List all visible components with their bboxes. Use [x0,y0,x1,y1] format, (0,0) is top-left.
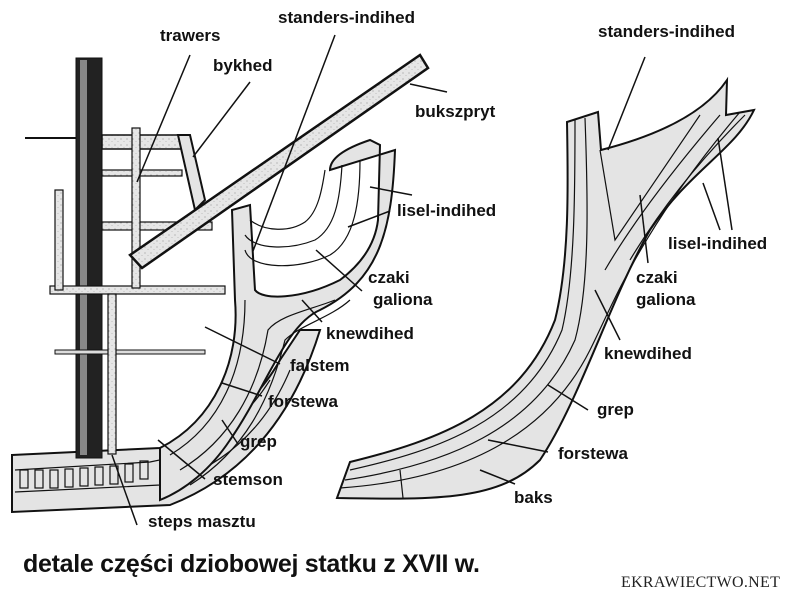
label-forstewa-left: forstewa [268,392,338,411]
stem-assembly [335,76,756,500]
label-grep-right: grep [597,400,634,419]
floor-timbers [19,460,149,489]
label-czaki-right: czaki [636,268,678,287]
stem-timber [159,138,397,502]
label-knewdihed-right: knewdihed [604,344,692,363]
label-knewdihed-left: knewdihed [326,324,414,343]
right-leader-lines [479,56,733,485]
label-trawers: trawers [160,26,221,45]
label-stemson: stemson [213,470,283,489]
label-lisel-indihed-right: lisel-indihed [668,234,768,253]
label-standers-indihed-left: standers-indihed [278,8,415,27]
label-steps-masztu: steps masztu [148,512,256,531]
label-bykhed: bykhed [213,56,273,75]
site-watermark: EKRAWIECTWO.NET [621,574,781,591]
label-galiona-right: galiona [636,290,696,309]
label-bukszpryt: bukszpryt [415,102,496,121]
label-lisel-indihed-left: lisel-indihed [397,201,497,220]
label-czaki-left: czaki [368,268,410,287]
mast [75,57,103,459]
label-galiona-left: galiona [373,290,433,309]
label-grep-left: grep [240,432,277,451]
right-figure-drawing [335,76,756,500]
diagram-caption: detale części dziobowej statku z XVII w. [23,550,480,578]
label-standers-indihed-right: standers-indihed [598,22,735,41]
left-figure-drawing [11,53,430,514]
left-leader-lines [111,34,448,526]
label-forstewa-right: forstewa [558,444,628,463]
bowsprit [128,53,430,270]
label-baks: baks [514,488,553,507]
label-falstem: falstem [290,356,350,375]
